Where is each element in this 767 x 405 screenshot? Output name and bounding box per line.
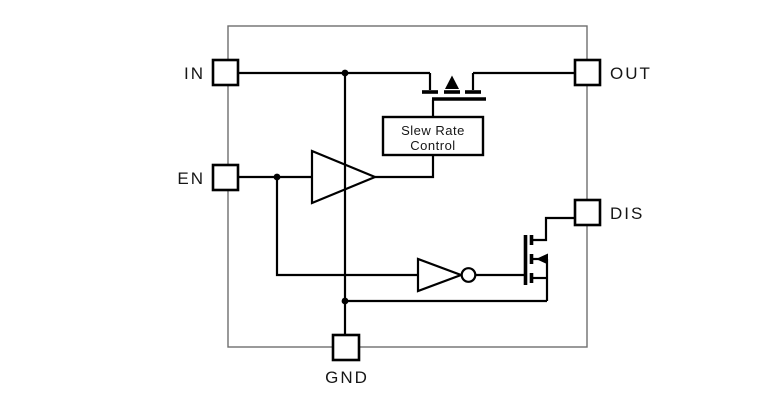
labels: IN EN OUT DIS GND Slew Rate Control <box>177 64 652 387</box>
slew-rate-control-label-line1: Slew Rate <box>401 123 465 138</box>
junction-dots <box>273 69 349 305</box>
pmos-body-arrow-icon <box>445 75 459 89</box>
pin-label-in: IN <box>184 64 205 83</box>
nmos-drain-to-dis-wire <box>532 216 575 242</box>
pin-label-out: OUT <box>610 64 652 83</box>
pin-label-dis: DIS <box>610 204 644 223</box>
nmos-body-arrow-icon <box>536 253 548 265</box>
junction-dot <box>341 69 349 77</box>
pin-label-gnd: GND <box>325 368 369 387</box>
pin-pad-en <box>211 163 240 192</box>
pin-pad-gnd <box>331 333 361 362</box>
wires <box>238 71 575 335</box>
device-outline-frame <box>227 25 588 348</box>
pin-pad-out <box>573 58 602 87</box>
pin-label-en: EN <box>177 169 205 188</box>
slew-rate-control-block <box>381 115 485 157</box>
driver-buffer <box>310 149 378 205</box>
driver-to-slew-rate-wire <box>375 155 435 179</box>
slew-rate-control-label-line2: Control <box>410 138 455 153</box>
en-to-inverter-wire <box>275 177 418 277</box>
pin-pads <box>211 58 602 362</box>
inverter-bubble <box>460 267 477 283</box>
pin-pad-in <box>211 58 240 87</box>
inverter <box>416 257 465 293</box>
pin-pad-dis <box>573 198 602 227</box>
electrode-bars <box>422 90 534 285</box>
junction-dot <box>273 173 281 181</box>
junction-dot <box>341 297 349 305</box>
